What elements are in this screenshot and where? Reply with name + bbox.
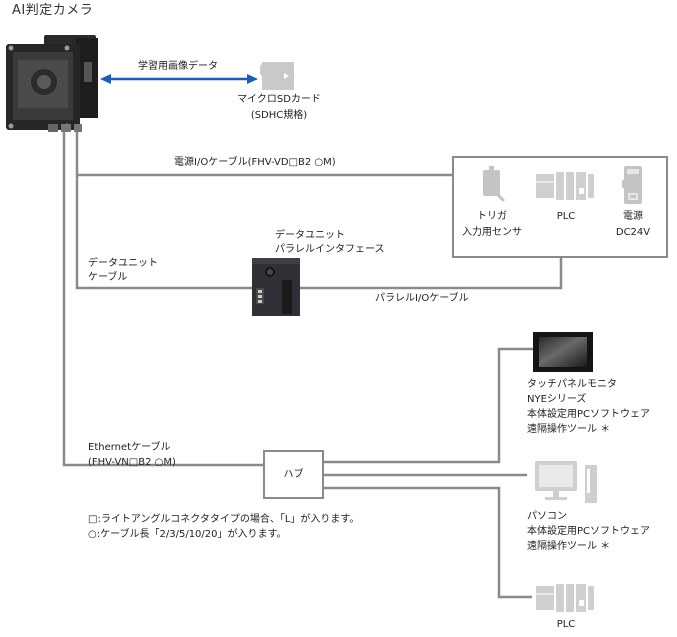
ethernet-cable-label-1: Ethernetケーブル: [88, 442, 171, 453]
pc-label-3: 遠隔操作ツール ＊: [527, 541, 611, 552]
peripheral-devices-box: トリガ 入力用センサ PLC 電源 DC24V: [452, 156, 668, 258]
touch-panel-label-2: NYEシリーズ: [527, 394, 587, 405]
power-supply-icon: [622, 166, 642, 204]
plc-bottom-icon: [536, 584, 594, 612]
note-connector-type: □:ライトアングルコネクタタイプの場合、「L」が入ります。: [88, 514, 360, 525]
data-unit-icon: [252, 258, 300, 316]
ethernet-cable-line: [62, 128, 264, 467]
plc-bottom-label: PLC: [556, 619, 576, 630]
ai-camera-icon: [6, 35, 98, 132]
personal-computer-icon: [535, 461, 597, 503]
diagram-title: AI判定カメラ: [12, 3, 94, 18]
touch-panel-label-4: 遠隔操作ツール ＊: [527, 424, 611, 435]
parallel-io-cable-line: [300, 257, 563, 290]
microsd-card-icon: [260, 62, 294, 90]
power-io-cable-label: 電源I/Oケーブル(FHV-VD□B2 ○M): [174, 157, 336, 168]
power-supply-label-2: DC24V: [615, 227, 651, 238]
hub-to-plc-line: [323, 486, 532, 599]
hub-to-touch-panel-line: [323, 347, 533, 464]
trigger-sensor-label-2: 入力用センサ: [462, 227, 522, 238]
touch-panel-label-3: 本体設定用PCソフトウェア: [527, 409, 651, 420]
touch-panel-label-1: タッチパネルモニタ: [527, 379, 617, 390]
microsd-card-spec: (SDHC規格): [250, 110, 308, 121]
hub-box: ハブ: [263, 450, 324, 499]
note-cable-length: ○:ケーブル長「2/3/5/10/20」が入ります。: [88, 529, 287, 540]
data-unit-cable-label-1: データユニット: [88, 258, 158, 269]
plc-label: PLC: [556, 211, 576, 222]
pc-label-2: 本体設定用PCソフトウェア: [527, 526, 651, 537]
data-unit-cable-line: [75, 175, 252, 290]
data-unit-label-1: データユニット: [275, 230, 345, 241]
pc-label-1: パソコン: [527, 511, 567, 522]
trigger-sensor-icon: [483, 166, 505, 202]
power-supply-label-1: 電源: [623, 211, 643, 222]
data-unit-cable-label-2: ケーブル: [88, 272, 128, 283]
ethernet-cable-label-2: (FHV-VN□B2 ○M): [88, 457, 176, 468]
plc-icon: [536, 172, 594, 200]
parallel-io-cable-label: パラレルI/Oケーブル: [375, 293, 469, 304]
touch-panel-monitor-icon: [533, 332, 593, 372]
trigger-sensor-label-1: トリガ: [477, 211, 507, 222]
sd-transfer-label: 学習用画像データ: [138, 61, 218, 72]
data-unit-label-2: パラレルインタフェース: [275, 244, 385, 255]
microsd-card-label: マイクロSDカード: [237, 94, 321, 105]
sd-transfer-arrow: [100, 74, 258, 84]
hub-label: ハブ: [283, 469, 304, 480]
